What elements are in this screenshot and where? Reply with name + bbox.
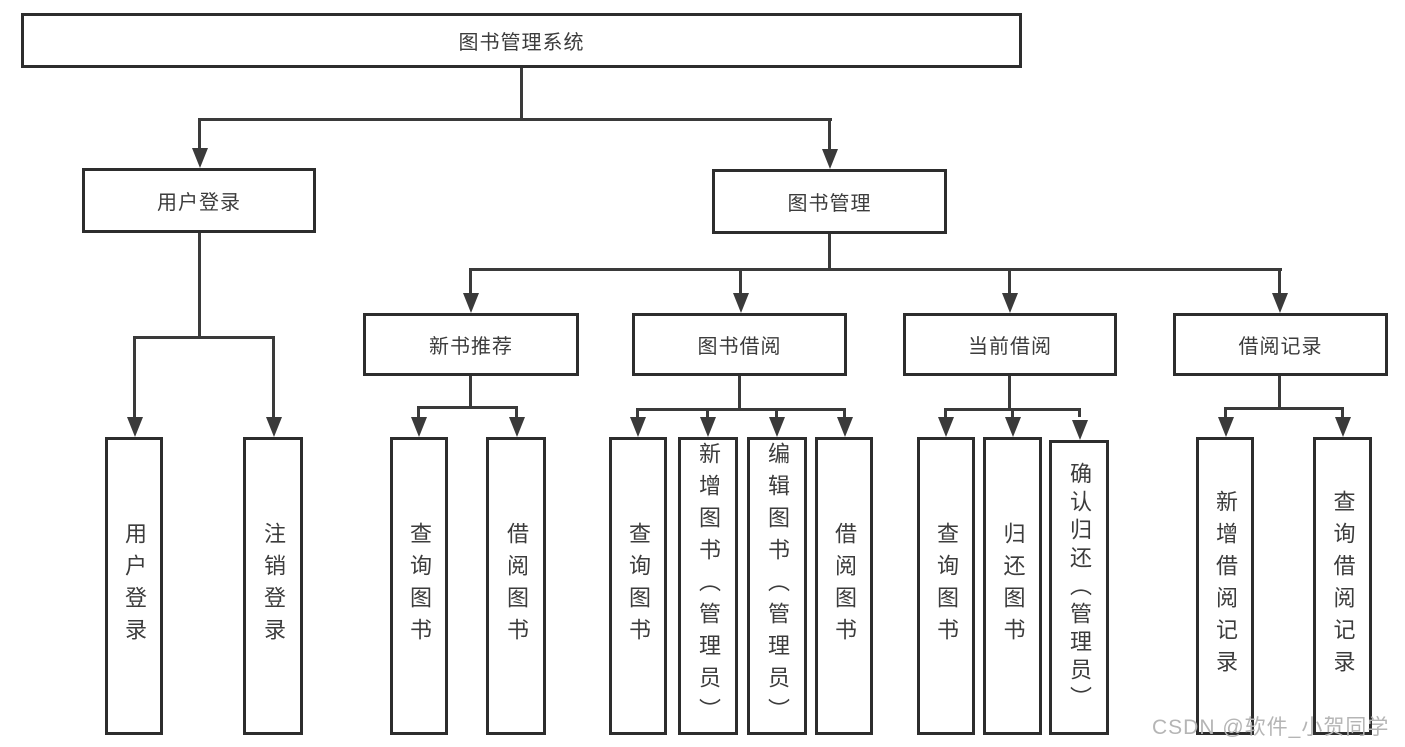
edge-arrow (837, 417, 853, 437)
edge-line (738, 376, 741, 408)
leaf-query-borrow-record: 查询借阅记录 (1313, 437, 1372, 735)
leaf-label: 注销登录 (261, 522, 286, 650)
leaf-return-books: 归还图书 (983, 437, 1042, 735)
edge-line (515, 406, 518, 417)
edge-line (828, 118, 831, 151)
edge-line (469, 376, 472, 406)
edge-line (198, 118, 832, 121)
leaf-add-books-admin: 新增图书（管理员） (678, 437, 738, 735)
leaf-label: 编辑图书（管理员） (765, 442, 790, 730)
edge-arrow (1072, 420, 1088, 440)
leaf-confirm-return-admin: 确认归还（管理员） (1049, 440, 1109, 735)
edge-arrow (1002, 293, 1018, 313)
node-root-label: 图书管理系统 (458, 32, 585, 54)
leaf-query-books-2: 查询图书 (609, 437, 667, 735)
edge-arrow (822, 149, 838, 169)
edge-line (133, 336, 275, 339)
leaf-label: 归还图书 (1000, 522, 1026, 650)
node-book-borrow-label: 图书借阅 (697, 336, 782, 358)
edge-line (469, 268, 472, 293)
edge-line (198, 118, 201, 150)
leaf-query-books-3: 查询图书 (917, 437, 975, 735)
node-borrow-records-label: 借阅记录 (1238, 336, 1323, 358)
edge-arrow (769, 417, 785, 437)
leaf-label: 查询图书 (934, 522, 959, 650)
edge-line (198, 233, 201, 336)
leaf-logout: 注销登录 (243, 437, 303, 735)
leaf-borrow-books-2: 借阅图书 (815, 437, 873, 735)
edge-line (1278, 376, 1281, 407)
leaf-borrow-books-1: 借阅图书 (486, 437, 546, 735)
leaf-label: 新增借阅记录 (1213, 490, 1238, 682)
edge-line (417, 406, 420, 417)
edge-line (1224, 407, 1227, 417)
edge-line (1278, 268, 1281, 293)
node-book-management: 图书管理 (712, 169, 947, 234)
edge-line (469, 268, 1282, 271)
edge-line (843, 408, 846, 417)
edge-line (828, 234, 831, 268)
node-current-borrow-label: 当前借阅 (968, 336, 1052, 358)
edge-arrow (733, 293, 749, 313)
edge-line (272, 336, 275, 417)
edge-arrow (192, 148, 208, 168)
leaf-query-books-1: 查询图书 (390, 437, 448, 735)
node-new-book-recommend: 新书推荐 (363, 313, 579, 376)
edge-arrow (1272, 293, 1288, 313)
edge-arrow (411, 417, 427, 437)
edge-line (520, 68, 523, 118)
watermark: CSDN @软件_小贺同学 (1152, 716, 1390, 739)
edge-arrow (266, 417, 282, 437)
node-new-book-recommend-label: 新书推荐 (429, 336, 513, 358)
edge-line (1078, 408, 1081, 417)
leaf-add-borrow-record: 新增借阅记录 (1196, 437, 1254, 735)
node-user-login: 用户登录 (82, 168, 316, 233)
leaf-label: 新增图书（管理员） (696, 442, 721, 730)
edge-line (775, 408, 778, 417)
node-user-login-label: 用户登录 (157, 192, 241, 214)
edge-line (636, 408, 639, 417)
edge-arrow (1335, 417, 1351, 437)
edge-line (1341, 407, 1344, 417)
leaf-label: 借阅图书 (504, 522, 529, 650)
node-current-borrow: 当前借阅 (903, 313, 1117, 376)
edge-line (706, 408, 709, 417)
edge-arrow (700, 417, 716, 437)
edge-line (739, 268, 742, 293)
edge-arrow (630, 417, 646, 437)
edge-line (944, 408, 947, 417)
node-root: 图书管理系统 (21, 13, 1022, 68)
edge-line (636, 408, 846, 411)
edge-line (133, 336, 136, 417)
node-borrow-records: 借阅记录 (1173, 313, 1388, 376)
edge-arrow (127, 417, 143, 437)
edge-line (1011, 408, 1014, 417)
edge-arrow (1005, 417, 1021, 437)
edge-arrow (509, 417, 525, 437)
leaf-label: 查询借阅记录 (1330, 490, 1356, 682)
leaf-user-login: 用户登录 (105, 437, 163, 735)
edge-line (1008, 376, 1011, 408)
node-book-borrow: 图书借阅 (632, 313, 847, 376)
leaf-label: 确认归还（管理员） (1067, 461, 1092, 714)
edge-line (1008, 268, 1011, 293)
leaf-label: 借阅图书 (832, 522, 857, 650)
edge-arrow (1218, 417, 1234, 437)
leaf-label: 用户登录 (122, 522, 147, 650)
leaf-edit-books-admin: 编辑图书（管理员） (747, 437, 807, 735)
node-book-management-label: 图书管理 (787, 193, 872, 215)
leaf-label: 查询图书 (407, 522, 432, 650)
edge-line (1224, 407, 1344, 410)
leaf-label: 查询图书 (626, 522, 651, 650)
edge-arrow (938, 417, 954, 437)
edge-arrow (463, 293, 479, 313)
edge-line (417, 406, 518, 409)
